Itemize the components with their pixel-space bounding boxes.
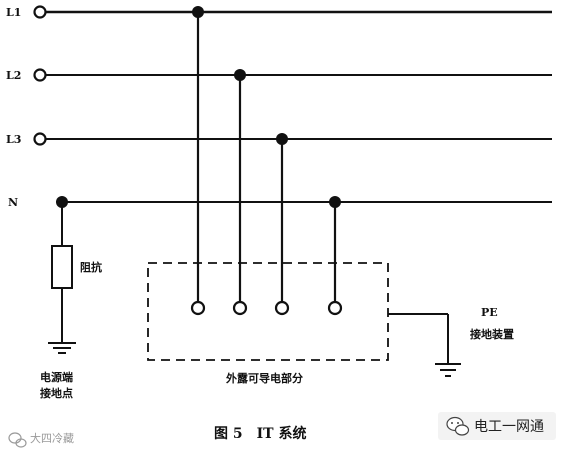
watermark-right: 电工一网通	[438, 412, 556, 440]
drop-l3	[274, 133, 290, 316]
figure-caption: 图 5 IT 系统	[214, 425, 306, 442]
label-l3: L3	[6, 133, 21, 146]
label-n: N	[8, 196, 18, 209]
pe-conductor: PE 接地装置	[388, 306, 514, 377]
pe-label: PE	[481, 306, 498, 319]
label-l2: L2	[6, 69, 21, 82]
chat-bubble-icon	[8, 432, 27, 448]
earthing-device-label: 接地装置	[470, 327, 514, 341]
watermark-left-text: 大四冷藏	[30, 431, 74, 445]
source-ground-label-line2: 接地点	[40, 386, 73, 400]
exposed-parts-label: 外露可导电部分	[225, 371, 303, 385]
source-ground-label-line1: 电源端	[40, 370, 73, 384]
conductor-l3: L3	[6, 132, 552, 146]
label-l1: L1	[6, 6, 21, 19]
conductor-l2: L2	[6, 68, 552, 82]
drop-l1	[190, 6, 206, 316]
source-earthing: 阻抗 电源端 接地点	[40, 196, 102, 400]
drop-n	[327, 196, 343, 316]
conductor-n: N	[8, 196, 552, 209]
conductor-l1: L1	[6, 5, 552, 19]
impedance-resistor	[51, 245, 73, 289]
drop-l2	[232, 69, 248, 316]
watermark-right-text: 电工一网通	[474, 419, 544, 435]
source-ground-icon	[48, 342, 76, 354]
wechat-icon	[446, 416, 470, 436]
impedance-label: 阻抗	[80, 260, 102, 274]
watermark-left: 大四冷藏	[8, 431, 74, 448]
exposed-conductive-parts-box	[147, 262, 389, 361]
earthing-device-icon	[435, 363, 461, 377]
